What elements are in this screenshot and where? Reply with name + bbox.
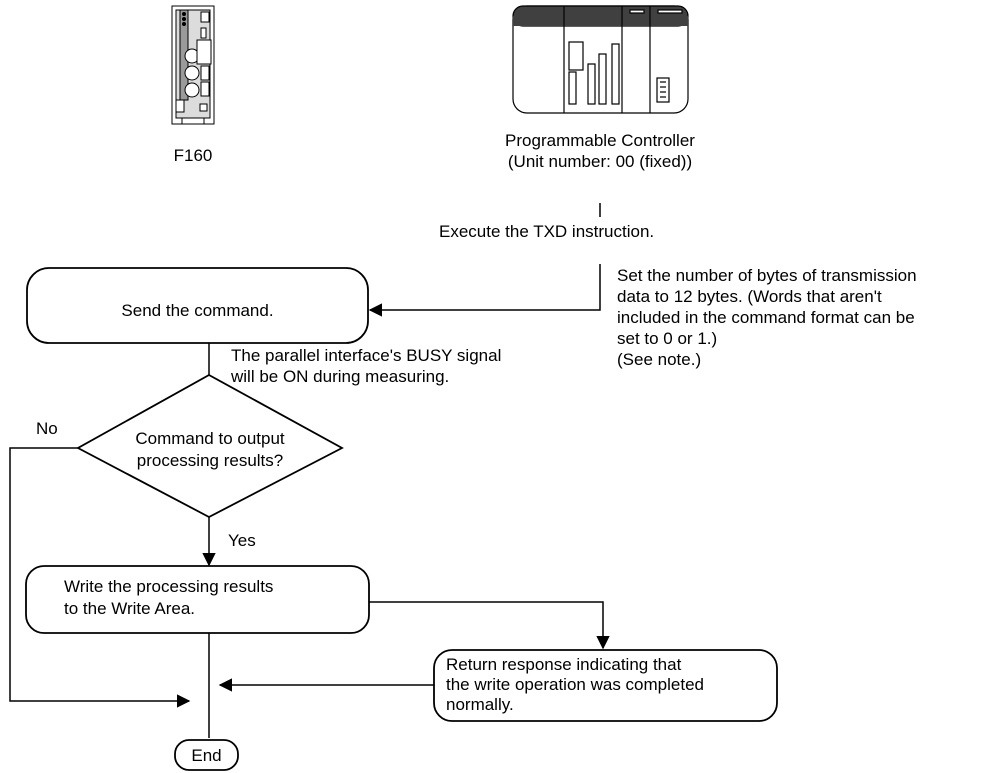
yes-label: Yes: [228, 531, 256, 550]
return-response-line: Return response indicating that: [446, 655, 682, 674]
f160-label: F160: [173, 146, 213, 165]
return-response-line: the write operation was completed: [446, 675, 704, 694]
write-results-box: [25, 565, 370, 634]
send-command-box: [26, 267, 369, 344]
busy-note-line: will be ON during measuring.: [231, 367, 450, 386]
set-bytes-note-line: Set the number of bytes of transmission: [617, 266, 917, 285]
set-bytes-note-line: (See note.): [617, 350, 702, 369]
end-terminator: [174, 739, 239, 771]
no-label: No: [36, 419, 58, 438]
write-results-line: Write the processing results: [64, 577, 274, 596]
decision-line: processing results?: [136, 451, 284, 470]
set-bytes-note-line: included in the command format can be: [617, 308, 915, 327]
flow-connectors: [9, 203, 610, 738]
f160-device-icon: [171, 5, 215, 125]
set-bytes-note-line: data to 12 bytes. (Words that aren't: [617, 287, 882, 306]
busy-note-line: The parallel interface's BUSY signal: [231, 346, 502, 365]
set-bytes-note-line: set to 0 or 1.): [617, 329, 718, 348]
return-response-box: [433, 649, 778, 722]
plc-label-line1: Programmable Controller: [505, 131, 695, 150]
return-response-line: normally.: [446, 695, 514, 714]
send-command-label: Send the command.: [121, 301, 274, 320]
decision-diamond: [76, 373, 344, 519]
write-results-line: to the Write Area.: [64, 599, 196, 618]
decision-line: Command to output: [135, 429, 285, 448]
end-label: End: [191, 746, 222, 765]
plc-device-icon: [512, 5, 689, 114]
plc-label-line2: (Unit number: 00 (fixed)): [507, 152, 693, 171]
execute-txd-label: Execute the TXD instruction.: [439, 222, 655, 241]
